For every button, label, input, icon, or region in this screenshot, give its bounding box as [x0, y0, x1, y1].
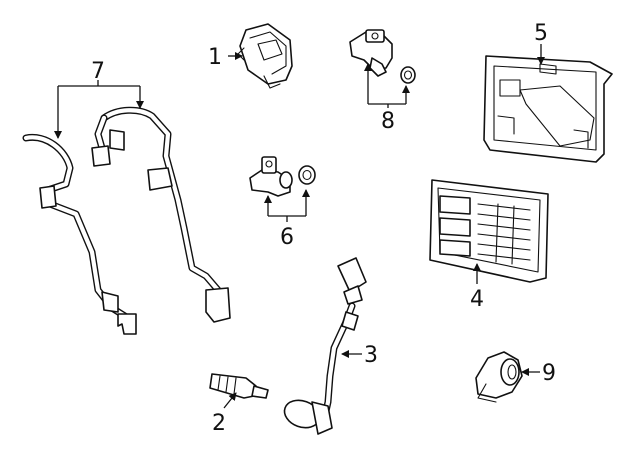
- callout-6: 6: [280, 225, 294, 250]
- part-2-sensor: [209, 373, 269, 399]
- callout-3: 3: [364, 343, 378, 368]
- callout-7: 7: [91, 59, 105, 84]
- part-3-o2-sensor: [283, 257, 367, 435]
- callout-9: 9: [542, 361, 556, 386]
- part-9-sensor: [475, 351, 523, 403]
- leader-lines: [54, 44, 545, 409]
- callout-5: 5: [534, 21, 548, 46]
- part-5-bracket: [483, 55, 613, 163]
- leader-2: [223, 392, 237, 409]
- part-1-module: [237, 23, 293, 89]
- callout-2: 2: [212, 411, 226, 436]
- part-4-ecm: [429, 179, 549, 283]
- callout-4: 4: [470, 287, 484, 312]
- part-7-harness: [22, 106, 231, 335]
- callout-labels: 1 2 3 4 5 6 7 8 9: [91, 21, 556, 436]
- callout-8: 8: [381, 109, 395, 134]
- part-6-sensor: [249, 156, 316, 197]
- part-8-sensor: [349, 29, 416, 84]
- callout-1: 1: [208, 45, 222, 70]
